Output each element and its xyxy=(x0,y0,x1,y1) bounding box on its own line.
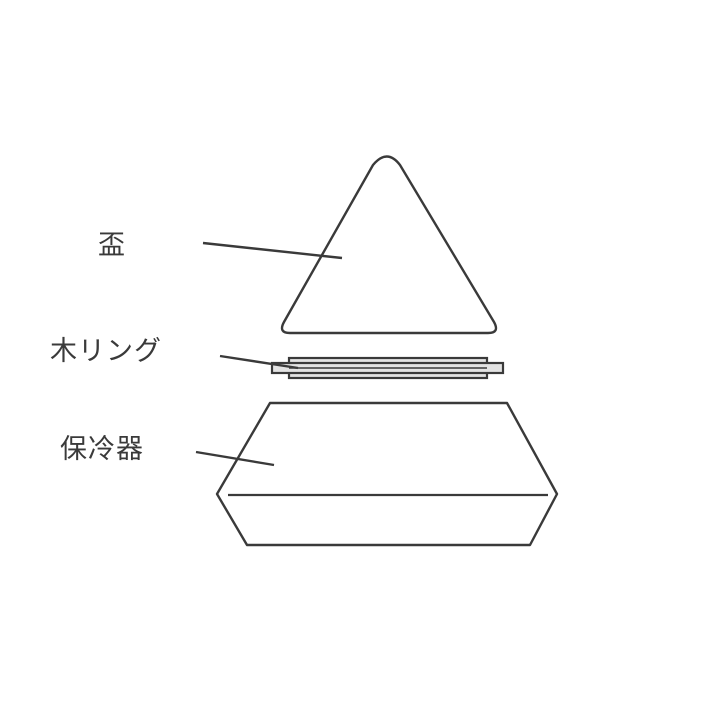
cooler-leader-line xyxy=(195,450,275,467)
wood-ring-label: 木リング xyxy=(50,336,162,367)
wood-ring-leader-line xyxy=(219,354,299,370)
cup-leader-line xyxy=(202,241,343,260)
cup-label: 盃 xyxy=(98,230,126,261)
cooler-label: 保冷器 xyxy=(60,434,144,465)
cooler-shape xyxy=(215,401,559,547)
cup-shape xyxy=(280,155,498,335)
